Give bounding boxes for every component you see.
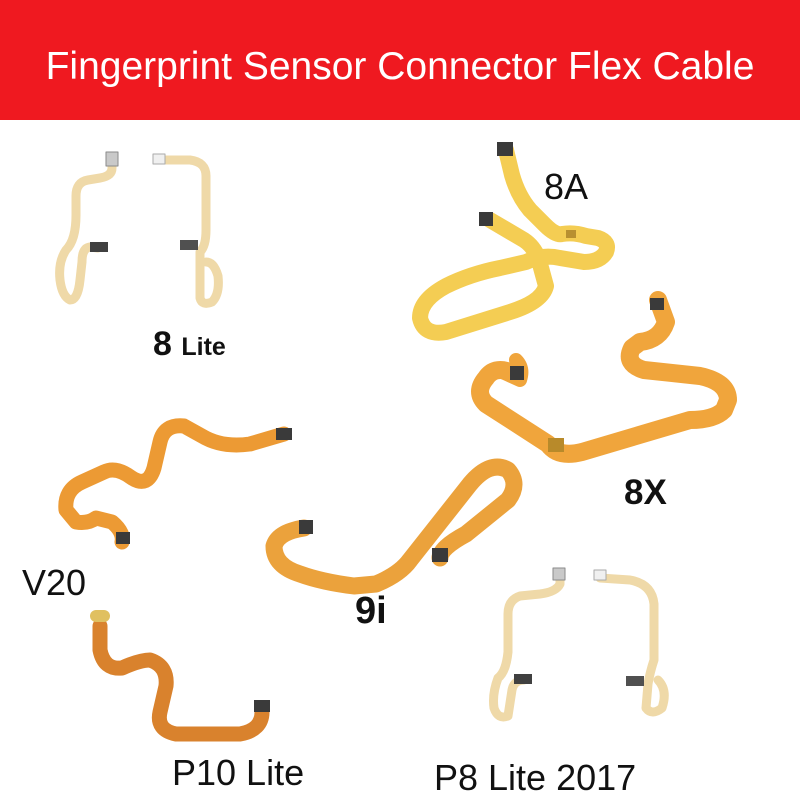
cable-8a [412,142,615,341]
label-8-lite: 8 Lite [153,327,226,361]
label-9i: 9i [355,590,387,632]
cable-9i [265,458,523,595]
banner-title: Fingerprint Sensor Connector Flex Cable [45,45,755,88]
cable-8x [471,291,737,463]
label-p8-lite-2017: P8 Lite 2017 [434,757,637,798]
title-banner: Fingerprint Sensor Connector Flex Cable [0,0,800,120]
label-v20: V20 [22,562,87,603]
label-8-lite-model: 8 [153,325,172,363]
cable-p10-lite [90,610,270,742]
label-8-lite-suffix: Lite [181,333,226,361]
cable-8-lite [55,151,223,308]
cable-p8-lite-2017 [489,567,669,722]
label-8x: 8X [624,473,667,512]
label-8a: 8A [544,166,589,207]
label-p10-lite: P10 Lite [172,752,305,793]
cable-v20 [58,418,292,550]
